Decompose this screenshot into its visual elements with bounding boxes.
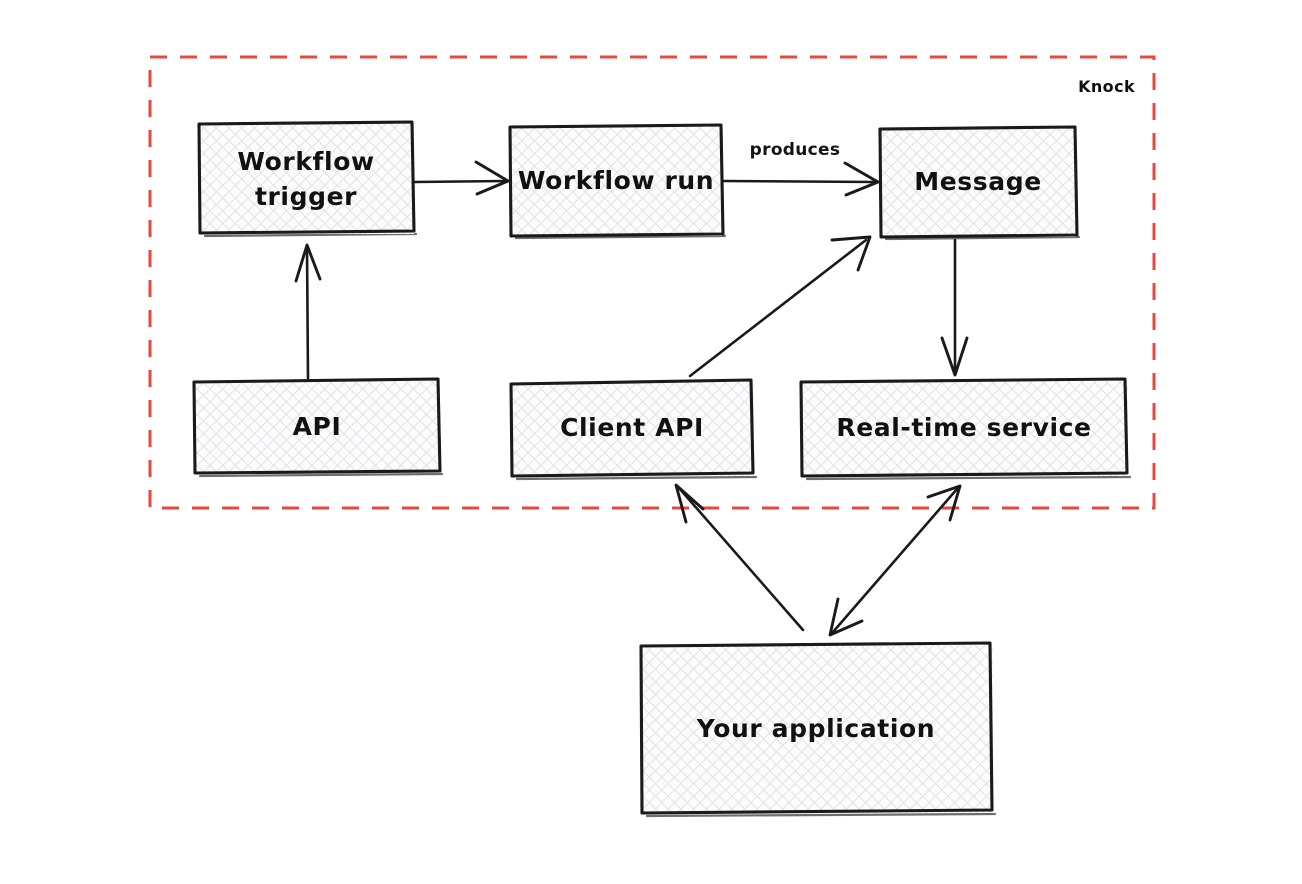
node-message-outline — [878, 125, 1079, 239]
node-message-label: Message — [914, 167, 1042, 196]
edge-run-to-message-line — [721, 179, 878, 184]
edge-app-to-clientapi-line — [677, 486, 805, 632]
node-workflow-run[interactable]: Workflow run — [508, 123, 727, 240]
edge-run-to-message: produces — [721, 140, 880, 197]
node-real-time-service-shadow — [805, 475, 1132, 481]
node-workflow-run-label: Workflow run — [518, 166, 714, 195]
node-your-application[interactable]: Your application — [639, 641, 997, 818]
node-client-api-label: Client API — [560, 413, 704, 442]
node-real-time-service-fill — [801, 381, 1128, 476]
edge-api-to-trigger — [294, 243, 322, 380]
node-message[interactable]: Message — [878, 125, 1081, 241]
node-client-api-shadow — [515, 475, 758, 481]
node-workflow-trigger-label-line1: Workflow — [237, 147, 374, 176]
node-your-application-shadow — [645, 812, 997, 818]
edge-realtime-and-app-arrowhead-bottom — [828, 597, 864, 637]
edge-api-to-trigger-arrowhead — [294, 243, 322, 283]
node-client-api[interactable]: Client API — [509, 378, 758, 481]
node-workflow-trigger-shadow — [203, 232, 418, 238]
edge-trigger-to-run-line — [413, 179, 508, 184]
node-api[interactable]: API — [192, 377, 444, 478]
knock-boundary-rect — [148, 55, 1156, 510]
node-your-application-label: Your application — [696, 714, 935, 743]
edge-app-to-clientapi — [674, 483, 805, 632]
edge-app-to-clientapi-arrowhead — [674, 483, 705, 524]
edge-clientapi-to-message-arrowhead — [830, 235, 872, 272]
node-real-time-service-outline — [799, 377, 1129, 478]
node-api-shadow — [198, 472, 444, 478]
node-workflow-run-fill — [510, 126, 722, 236]
node-api-outline — [192, 377, 442, 475]
edge-realtime-and-app — [828, 484, 962, 637]
edge-message-to-realtime-arrowhead — [940, 336, 969, 377]
edge-run-to-message-arrowhead — [843, 161, 880, 197]
node-message-shadow — [884, 235, 1081, 241]
node-your-application-outline — [639, 641, 994, 815]
node-workflow-trigger[interactable]: Workflow trigger — [197, 120, 418, 238]
node-message-fill — [880, 128, 1076, 237]
edge-message-to-realtime — [940, 238, 969, 377]
node-workflow-trigger-label-line2: trigger — [255, 182, 357, 211]
edge-trigger-to-run — [413, 160, 510, 196]
node-workflow-run-shadow — [514, 234, 727, 240]
node-workflow-run-outline — [508, 123, 725, 238]
knock-boundary-label: Knock — [1078, 77, 1135, 96]
edge-realtime-and-app-arrowhead-top — [926, 484, 962, 522]
node-api-label: API — [293, 412, 342, 441]
edge-realtime-and-app-line — [831, 487, 959, 634]
edge-trigger-to-run-arrowhead — [474, 160, 510, 196]
edge-clientapi-to-message — [688, 235, 872, 378]
edge-api-to-trigger-line — [305, 246, 310, 380]
node-workflow-trigger-fill — [199, 123, 414, 234]
node-real-time-service-label: Real-time service — [836, 413, 1091, 442]
node-your-application-fill — [641, 645, 993, 813]
knock-boundary: Knock — [148, 55, 1156, 510]
node-workflow-trigger-outline — [197, 120, 416, 235]
node-api-fill — [194, 381, 440, 473]
node-client-api-fill — [511, 382, 754, 476]
edge-clientapi-to-message-line — [688, 238, 868, 378]
edge-run-to-message-label: produces — [750, 140, 841, 160]
node-client-api-outline — [509, 378, 755, 478]
node-real-time-service[interactable]: Real-time service — [799, 377, 1132, 481]
